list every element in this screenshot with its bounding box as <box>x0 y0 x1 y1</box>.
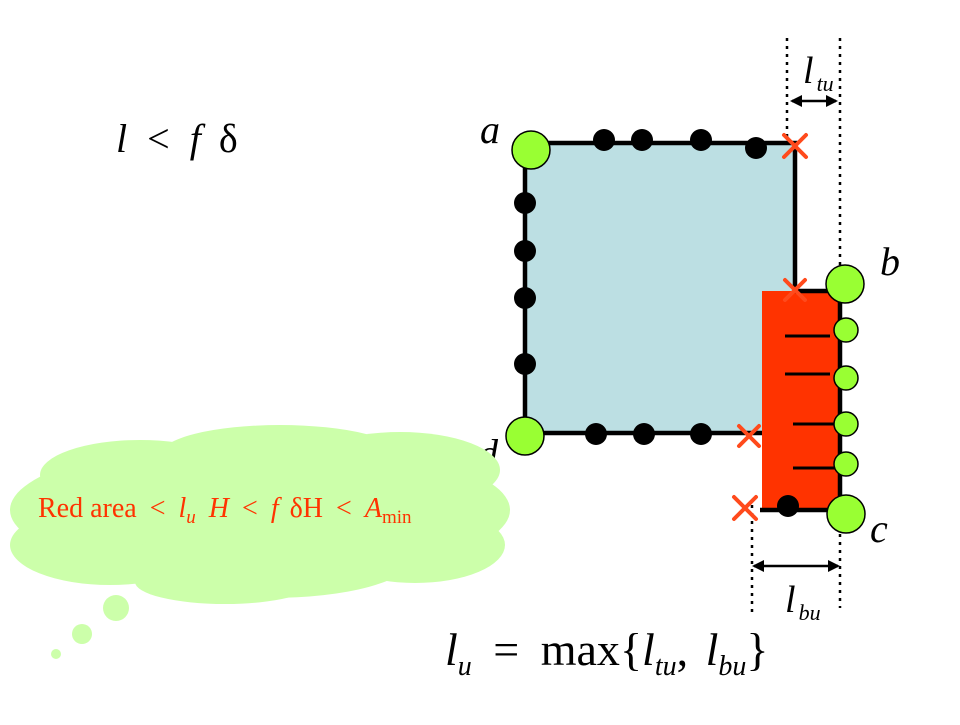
black-node <box>585 423 607 445</box>
bubble-lu-sub: u <box>186 507 196 528</box>
black-node <box>514 192 536 214</box>
red-crosses <box>732 133 808 521</box>
black-nodes <box>514 129 799 517</box>
condition-text: l < f δ <box>116 116 238 161</box>
green-nodes <box>505 130 866 534</box>
red-region <box>762 291 838 510</box>
bubble-A-base: A <box>363 493 383 524</box>
bubble-A-sub: min <box>382 507 412 528</box>
formula-lhs-base: l <box>445 624 458 675</box>
black-node <box>631 129 653 151</box>
green-node-d <box>505 416 545 456</box>
arrow-head-left-top <box>790 95 802 107</box>
formula-lhs-sub: u <box>458 651 472 682</box>
black-node <box>514 287 536 309</box>
black-node <box>690 423 712 445</box>
red-area-label: Red area <box>38 493 137 524</box>
thought-dot-medium <box>72 624 92 644</box>
blue-block <box>525 143 795 433</box>
bubble-lt-2: < <box>242 493 258 524</box>
bubble-H: H <box>208 493 231 524</box>
thought-dot-small <box>51 649 61 659</box>
dimension-label-bottom-sub: bu <box>799 600 821 625</box>
vertex-label-b: b <box>880 239 900 284</box>
black-node <box>690 129 712 151</box>
green-node-small <box>833 451 859 477</box>
black-node <box>745 137 767 159</box>
arrow-head-right-top <box>826 95 838 107</box>
thought-bubble <box>10 425 510 659</box>
green-node-small <box>833 317 859 343</box>
bubble-lt-1: < <box>150 493 166 524</box>
green-node-b <box>825 264 865 304</box>
formula-l2-sub: bu <box>718 651 746 682</box>
cross-icon <box>782 133 808 159</box>
dimension-label-top-base: l <box>803 50 814 92</box>
cross-icon <box>783 278 807 302</box>
formula-l1-sub: tu <box>655 651 677 682</box>
arrow-head-left-bottom <box>752 560 764 572</box>
bubble-delta-H: δH <box>290 493 323 524</box>
condition-delta: δ <box>219 116 238 161</box>
condition-f: f <box>190 116 206 161</box>
formula-comma: , <box>677 624 689 675</box>
formula-l1-base: l <box>642 624 655 675</box>
black-node <box>514 353 536 375</box>
bubble-lu-base: l <box>179 493 187 524</box>
thought-bubble-text: Red area < lu H < f δH < Amin <box>38 493 412 530</box>
vertex-label-a: a <box>480 107 500 152</box>
black-node <box>593 129 615 151</box>
green-node-small <box>833 365 859 391</box>
vertex-label-c: c <box>870 506 888 551</box>
formula-max: max <box>541 624 620 675</box>
bubble-lt-3: < <box>336 493 352 524</box>
green-node-small <box>833 411 859 437</box>
thought-dot-large <box>103 595 129 621</box>
dimension-label-bottom-base: l <box>785 579 796 621</box>
green-node-a <box>511 130 551 170</box>
cross-icon <box>737 424 761 448</box>
arrow-head-right-bottom <box>828 560 840 572</box>
dimension-label-top-sub: tu <box>817 71 834 96</box>
black-node <box>514 240 536 262</box>
red-region-outline <box>760 288 843 513</box>
green-node-c <box>826 494 866 534</box>
block-top-edge <box>525 140 798 291</box>
black-node <box>777 495 799 517</box>
formula: lu = max{ltu, lbu} <box>445 624 768 685</box>
bubble-f: f <box>271 493 282 524</box>
condition-l: l <box>116 116 127 161</box>
black-node <box>633 423 655 445</box>
formula-close-brace: } <box>746 624 768 675</box>
formula-equals: = <box>493 624 519 675</box>
formula-open-brace: { <box>620 624 642 675</box>
formula-l2-base: l <box>706 624 719 675</box>
cross-icon <box>732 495 758 521</box>
condition-less-than: < <box>147 116 170 161</box>
